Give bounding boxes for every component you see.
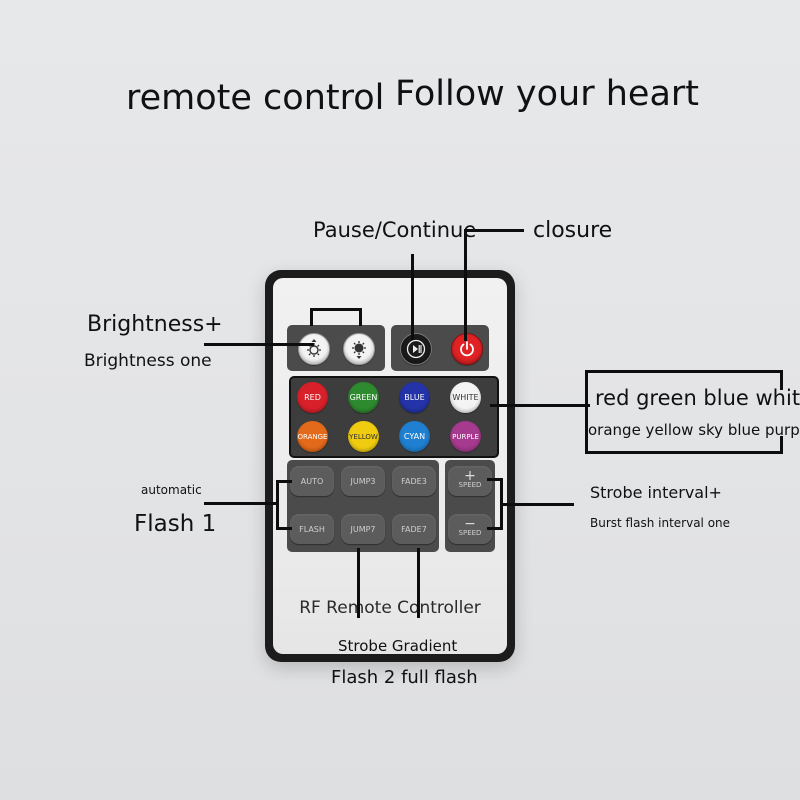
brand-label: RF Remote Controller xyxy=(299,598,481,618)
jump3-key[interactable]: JUMP3 xyxy=(341,466,385,496)
headline-remote-control: remote control xyxy=(126,78,385,118)
green-key[interactable]: GREEN xyxy=(348,382,379,413)
brightness-up-label: Brightness+ xyxy=(87,312,223,337)
strobe-interval-up-label: Strobe interval+ xyxy=(590,483,722,502)
speed-callout-line xyxy=(500,503,574,506)
blue-key[interactable]: BLUE xyxy=(399,382,430,413)
auto-flash-callout-line xyxy=(204,502,278,505)
colors-box-right-top xyxy=(780,370,783,390)
colors-row2-label: orange yellow sky blue purple xyxy=(588,421,800,439)
fade7-key[interactable]: FADE7 xyxy=(392,514,436,544)
fade7-key-label: FADE7 xyxy=(401,524,427,534)
brightness-down-label: Brightness one xyxy=(84,351,212,371)
cyan-key-label: CYAN xyxy=(403,432,426,441)
flash-key-label: FLASH xyxy=(299,524,325,534)
speed-minus-sign: − xyxy=(464,516,476,532)
brightness-down-icon xyxy=(352,341,366,359)
colors-box-left xyxy=(585,370,588,454)
yellow-key-label: YELLOW xyxy=(349,432,378,441)
auto-key[interactable]: AUTO xyxy=(290,466,334,496)
red-key[interactable]: RED xyxy=(297,382,328,413)
purple-key[interactable]: PURPLE xyxy=(450,421,481,452)
flash-key[interactable]: FLASH xyxy=(290,514,334,544)
jump3-key-label: JUMP3 xyxy=(350,476,376,486)
brightness-bracket-right xyxy=(359,308,362,326)
colors-box-right-bottom xyxy=(780,436,783,454)
white-key-label: WHITE xyxy=(452,393,479,402)
play-pause-icon xyxy=(406,339,426,359)
colors-row1-label: red green blue white xyxy=(595,386,800,410)
brightness-up-key[interactable] xyxy=(298,333,330,365)
jump7-key-label: JUMP7 xyxy=(350,524,376,534)
closure-label: closure xyxy=(533,218,613,243)
fade7-callout-line xyxy=(417,548,420,618)
white-key[interactable]: WHITE xyxy=(450,382,481,413)
headline-follow-your-heart: Follow your heart xyxy=(395,74,700,114)
brightness-callout-line xyxy=(204,343,314,346)
fade3-key[interactable]: FADE3 xyxy=(392,466,436,496)
yellow-key[interactable]: YELLOW xyxy=(348,421,379,452)
colors-callout-line xyxy=(490,404,590,407)
jump7-key[interactable]: JUMP7 xyxy=(341,514,385,544)
strobe-gradient-label: Strobe Gradient xyxy=(338,637,458,655)
speed-up-label: SPEED xyxy=(458,481,482,489)
brightness-bracket-left xyxy=(310,308,313,326)
flash2-label: Flash 2 full flash xyxy=(331,667,478,688)
remote-control-device: RED GREEN BLUE WHITE ORANGE YELLOW CYAN … xyxy=(265,270,515,662)
closure-callout-horizontal xyxy=(464,229,524,232)
speed-down-label: SPEED xyxy=(458,529,482,537)
blue-key-label: BLUE xyxy=(404,393,425,402)
cyan-key[interactable]: CYAN xyxy=(399,421,430,452)
colors-box-top xyxy=(585,370,783,373)
green-key-label: GREEN xyxy=(349,393,378,402)
power-icon xyxy=(460,341,474,357)
auto-bracket-top xyxy=(276,480,292,483)
auto-key-label: AUTO xyxy=(300,476,324,486)
orange-key-label: ORANGE xyxy=(297,432,328,441)
orange-key[interactable]: ORANGE xyxy=(297,421,328,452)
fade3-key-label: FADE3 xyxy=(401,476,427,486)
automatic-label: automatic xyxy=(141,483,202,497)
red-key-label: RED xyxy=(304,393,321,402)
remote-face: RED GREEN BLUE WHITE ORANGE YELLOW CYAN … xyxy=(273,278,507,654)
purple-key-label: PURPLE xyxy=(452,432,479,441)
pause-continue-label: Pause/Continue xyxy=(313,218,477,242)
closure-callout-vertical xyxy=(464,229,467,341)
flash-bracket-bottom xyxy=(276,527,292,530)
power-key[interactable] xyxy=(451,333,483,365)
speed-bracket-top xyxy=(487,478,503,481)
brightness-down-key[interactable] xyxy=(343,333,375,365)
pause-continue-key[interactable] xyxy=(400,333,432,365)
speed-bracket-bottom xyxy=(487,527,503,530)
speed-plus-sign: + xyxy=(464,468,476,484)
strobe-interval-down-label: Burst flash interval one xyxy=(590,516,731,530)
speed-down-key[interactable]: − SPEED xyxy=(448,514,492,544)
colors-box-bottom xyxy=(585,451,783,454)
flash1-label: Flash 1 xyxy=(134,511,217,537)
auto-flash-bracket-vertical xyxy=(276,480,279,530)
jump7-callout-line xyxy=(357,548,360,618)
pause-callout-line xyxy=(411,254,414,340)
brightness-up-icon xyxy=(307,339,321,357)
brightness-bracket-top xyxy=(310,308,362,311)
speed-up-key[interactable]: + SPEED xyxy=(448,466,492,496)
